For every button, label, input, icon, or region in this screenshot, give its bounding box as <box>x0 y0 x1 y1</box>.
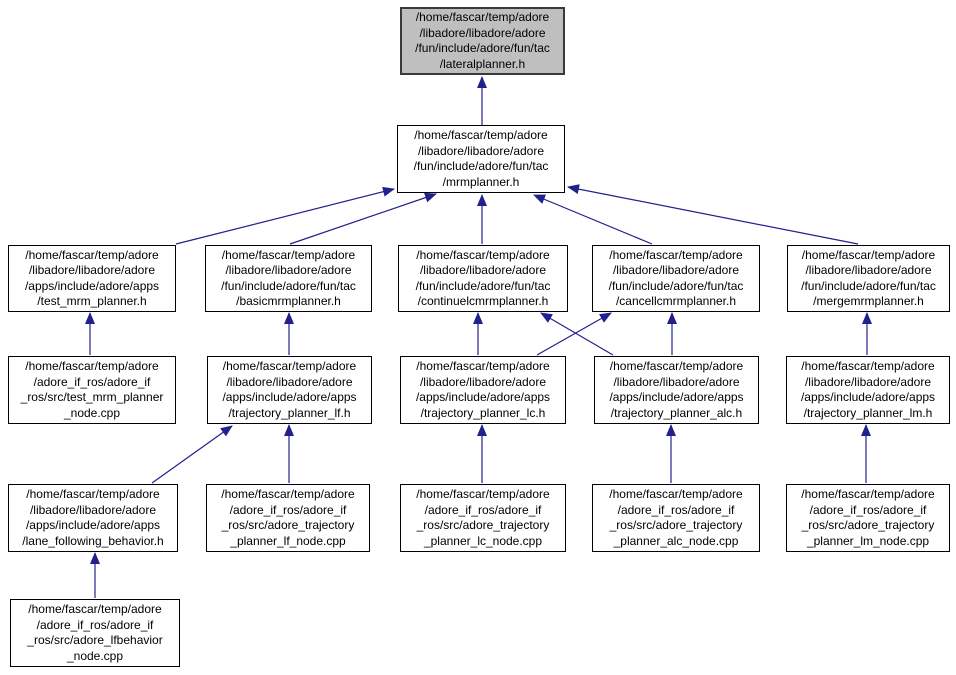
graph-node-basicmrmplanner[interactable]: /home/fascar/temp/adore /libadore/libado… <box>205 245 372 312</box>
file-path: /home/fascar/temp/adore /adore_if_ros/ad… <box>20 359 164 420</box>
file-path: /home/fascar/temp/adore /adore_if_ros/ad… <box>221 487 355 548</box>
graph-node-trajectory_planner_lm[interactable]: /home/fascar/temp/adore /libadore/libado… <box>786 356 950 424</box>
include-edge-trajectory_planner_lc-to-cancellcmrmplanner <box>536 312 612 356</box>
file-path: /home/fascar/temp/adore /libadore/libado… <box>221 247 356 309</box>
graph-node-mrmplanner[interactable]: /home/fascar/temp/adore /libadore/libado… <box>397 125 565 193</box>
graph-node-planner_alc_node[interactable]: /home/fascar/temp/adore /adore_if_ros/ad… <box>592 484 760 552</box>
graph-node-lane_following_behavior[interactable]: /home/fascar/temp/adore /libadore/libado… <box>8 484 178 552</box>
graph-node-trajectory_planner_alc[interactable]: /home/fascar/temp/adore /libadore/libado… <box>594 356 759 424</box>
include-edge-cancellcmrmplanner-to-mrmplanner <box>533 194 653 245</box>
file-path: /home/fascar/temp/adore /libadore/libado… <box>609 359 744 420</box>
graph-node-lfbehavior_node[interactable]: /home/fascar/temp/adore /adore_if_ros/ad… <box>10 599 180 667</box>
graph-node-planner_lc_node[interactable]: /home/fascar/temp/adore /adore_if_ros/ad… <box>400 484 566 552</box>
graph-node-lateralplanner: /home/fascar/temp/adore /libadore/libado… <box>400 7 565 75</box>
graph-node-mergemrmplanner[interactable]: /home/fascar/temp/adore /libadore/libado… <box>787 245 950 312</box>
file-path: /home/fascar/temp/adore /libadore/libado… <box>608 247 744 309</box>
file-path: /home/fascar/temp/adore /libadore/libado… <box>413 128 549 189</box>
graph-node-cancellcmrmplanner[interactable]: /home/fascar/temp/adore /libadore/libado… <box>592 245 760 312</box>
file-path: /home/fascar/temp/adore /libadore/libado… <box>415 247 551 309</box>
file-path: /home/fascar/temp/adore /adore_if_ros/ad… <box>609 487 743 548</box>
include-edge-test_mrm_planner_h-to-mrmplanner <box>175 186 395 245</box>
include-edge-trajectory_planner_alc-to-continuelcmrmplanner <box>540 312 614 356</box>
file-path: /home/fascar/temp/adore /adore_if_ros/ad… <box>27 602 163 663</box>
file-path: /home/fascar/temp/adore /libadore/libado… <box>24 247 160 309</box>
graph-node-trajectory_planner_lf[interactable]: /home/fascar/temp/adore /libadore/libado… <box>207 356 372 424</box>
file-path: /home/fascar/temp/adore /libadore/libado… <box>415 359 551 420</box>
graph-node-test_mrm_planner_node[interactable]: /home/fascar/temp/adore /adore_if_ros/ad… <box>8 356 176 424</box>
file-path: /home/fascar/temp/adore /adore_if_ros/ad… <box>801 487 935 548</box>
graph-node-planner_lm_node[interactable]: /home/fascar/temp/adore /adore_if_ros/ad… <box>786 484 950 552</box>
file-path: /home/fascar/temp/adore /libadore/libado… <box>800 359 936 420</box>
file-path: /home/fascar/temp/adore /adore_if_ros/ad… <box>416 487 550 548</box>
file-path: /home/fascar/temp/adore /libadore/libado… <box>22 487 164 548</box>
graph-node-continuelcmrmplanner[interactable]: /home/fascar/temp/adore /libadore/libado… <box>398 245 568 312</box>
graph-node-test_mrm_planner_h[interactable]: /home/fascar/temp/adore /libadore/libado… <box>8 245 176 312</box>
file-path: /home/fascar/temp/adore /libadore/libado… <box>415 10 550 71</box>
include-edge-lane_following_behavior-to-trajectory_planner_lf <box>151 425 233 484</box>
graph-node-trajectory_planner_lc[interactable]: /home/fascar/temp/adore /libadore/libado… <box>400 356 566 424</box>
include-edge-mergemrmplanner-to-mrmplanner <box>567 184 859 245</box>
file-path: /home/fascar/temp/adore /libadore/libado… <box>222 359 357 420</box>
graph-node-planner_lf_node[interactable]: /home/fascar/temp/adore /adore_if_ros/ad… <box>206 484 370 552</box>
file-path: /home/fascar/temp/adore /libadore/libado… <box>801 247 936 309</box>
include-edge-basicmrmplanner-to-mrmplanner <box>289 192 437 245</box>
